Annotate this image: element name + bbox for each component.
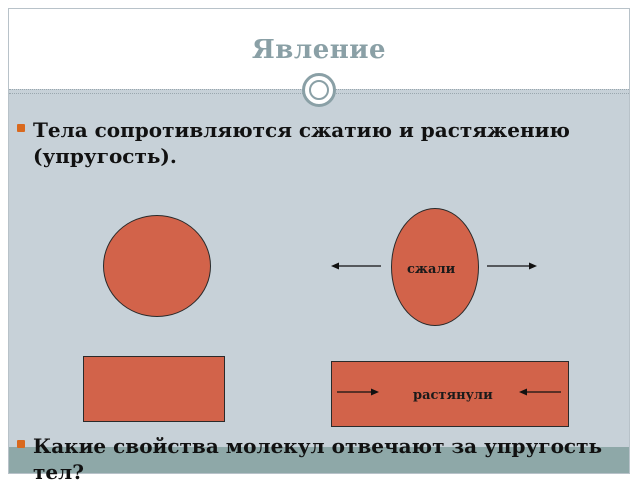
arrow-inward-left-icon	[519, 388, 561, 396]
arrow-left-icon	[331, 262, 381, 270]
bullet-text: Какие свойства молекул отвечают за упруг…	[33, 434, 603, 484]
compressed-label: сжали	[407, 262, 456, 277]
slide-frame: Явление Тела сопротивляются сжатию и рас…	[8, 8, 630, 484]
bullet-item-elasticity: Тела сопротивляются сжатию и растяжению …	[17, 117, 617, 169]
bullet-text: Тела сопротивляются сжатию и растяжению …	[33, 118, 570, 168]
rectangle-shape	[83, 356, 225, 422]
bullet-item-question: Какие свойства молекул отвечают за упруг…	[17, 433, 617, 485]
slide-title: Явление	[251, 35, 387, 65]
bullet-marker-icon	[17, 440, 25, 448]
stretched-label: растянули	[413, 388, 493, 403]
stretched-rectangle-shape	[331, 361, 569, 427]
compressed-oval-shape	[391, 208, 479, 326]
bullet-marker-icon	[17, 124, 25, 132]
ring-ornament-icon	[302, 73, 336, 107]
bottom-accent-bar	[9, 447, 629, 473]
arrow-inward-right-icon	[337, 388, 379, 396]
arrow-right-icon	[487, 262, 537, 270]
circle-shape	[103, 215, 211, 317]
